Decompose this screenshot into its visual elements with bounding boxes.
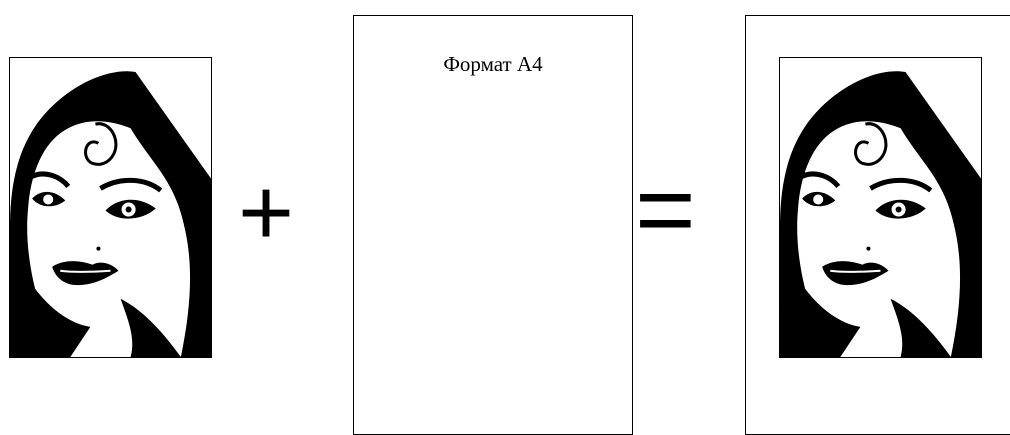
sheet-format-label: Формат А4	[443, 52, 543, 76]
portrait-photo-result	[779, 57, 982, 358]
a4-sheet: Формат А4	[353, 15, 633, 435]
portrait-image-icon	[10, 58, 211, 357]
plus-operator: +	[238, 159, 295, 266]
equals-operator: =	[635, 152, 696, 268]
portrait-photo-source	[9, 57, 212, 358]
portrait-image-icon	[780, 58, 981, 357]
